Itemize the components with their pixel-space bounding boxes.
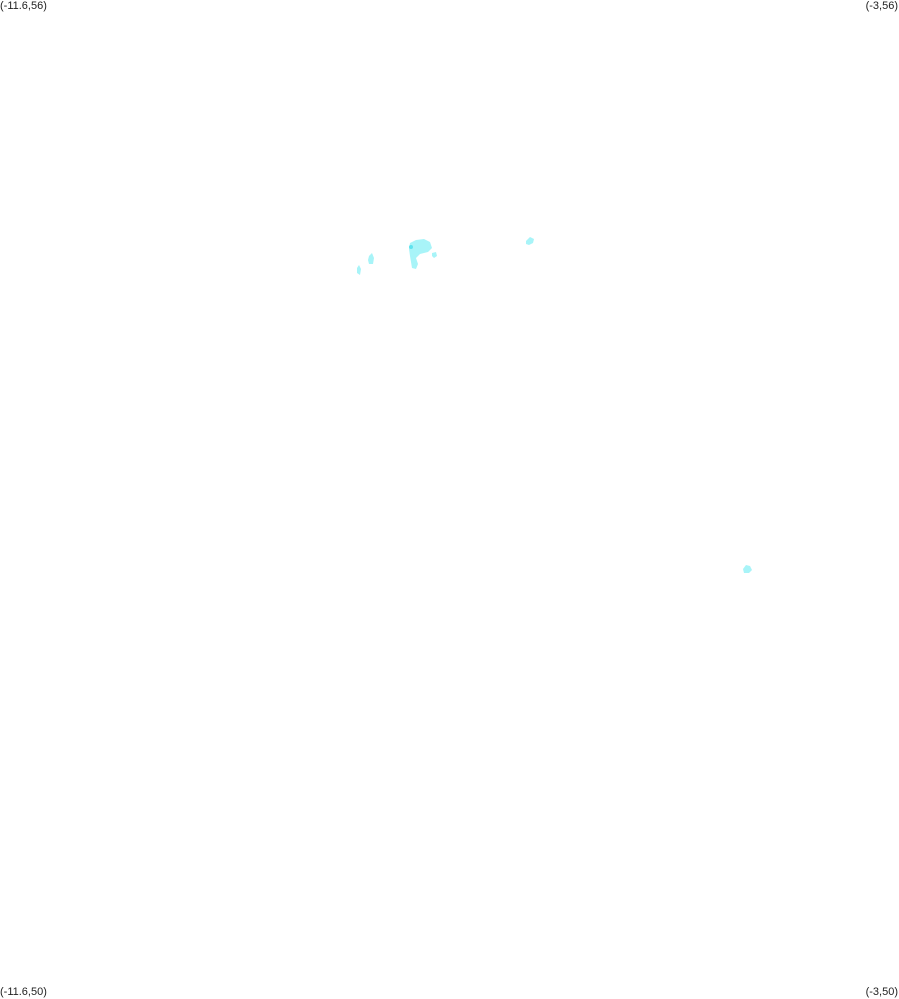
map-feature-accent <box>409 245 413 249</box>
feature-cluster-main <box>409 239 437 269</box>
map-feature <box>743 565 752 573</box>
corner-coordinate-top-left: (-11.6,56) <box>0 0 47 12</box>
map-feature <box>368 253 374 264</box>
corner-coordinate-bottom-left: (-11.6,50) <box>0 986 47 998</box>
map-feature <box>432 252 437 258</box>
map-feature <box>526 237 534 245</box>
corner-coordinate-bottom-right: (-3,50) <box>865 986 898 998</box>
map-feature <box>357 265 361 275</box>
corner-coordinate-top-right: (-3,56) <box>865 0 898 12</box>
map-feature <box>409 239 432 269</box>
